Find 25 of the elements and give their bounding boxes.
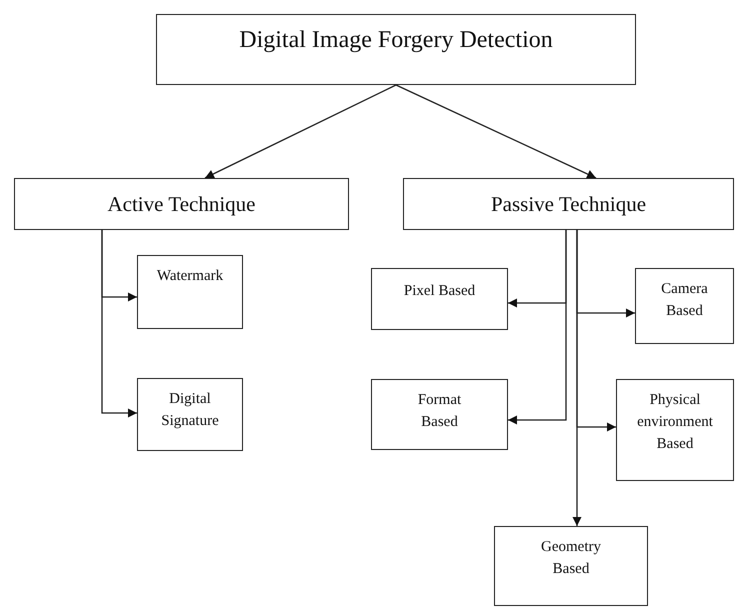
technique-box — [616, 379, 734, 481]
arrow — [396, 84, 596, 179]
arrow — [508, 230, 567, 424]
node-label: Pixel Based — [404, 282, 476, 301]
technique-box — [137, 255, 243, 329]
node-label: Active Technique — [107, 190, 256, 218]
arrow — [101, 230, 137, 418]
arrow — [204, 84, 396, 179]
arrow — [572, 230, 582, 526]
technique-box — [494, 526, 648, 606]
node-label: Geometry Based — [540, 538, 602, 579]
category-box — [403, 178, 734, 230]
technique-box — [137, 378, 243, 451]
node-label: Passive Technique — [490, 190, 646, 218]
technique-box — [371, 379, 508, 450]
technique-box — [371, 268, 508, 330]
root-box — [156, 14, 636, 85]
technique-box — [635, 268, 734, 344]
node-label: Format Based — [416, 391, 462, 432]
node-label: Digital Signature — [160, 390, 220, 431]
node-label: Watermark — [156, 267, 224, 286]
category-box — [14, 178, 349, 230]
node-label: Camera Based — [660, 280, 709, 321]
node-label: Digital Image Forgery Detection — [239, 26, 553, 56]
node-label: Physical environment Based — [636, 391, 714, 454]
